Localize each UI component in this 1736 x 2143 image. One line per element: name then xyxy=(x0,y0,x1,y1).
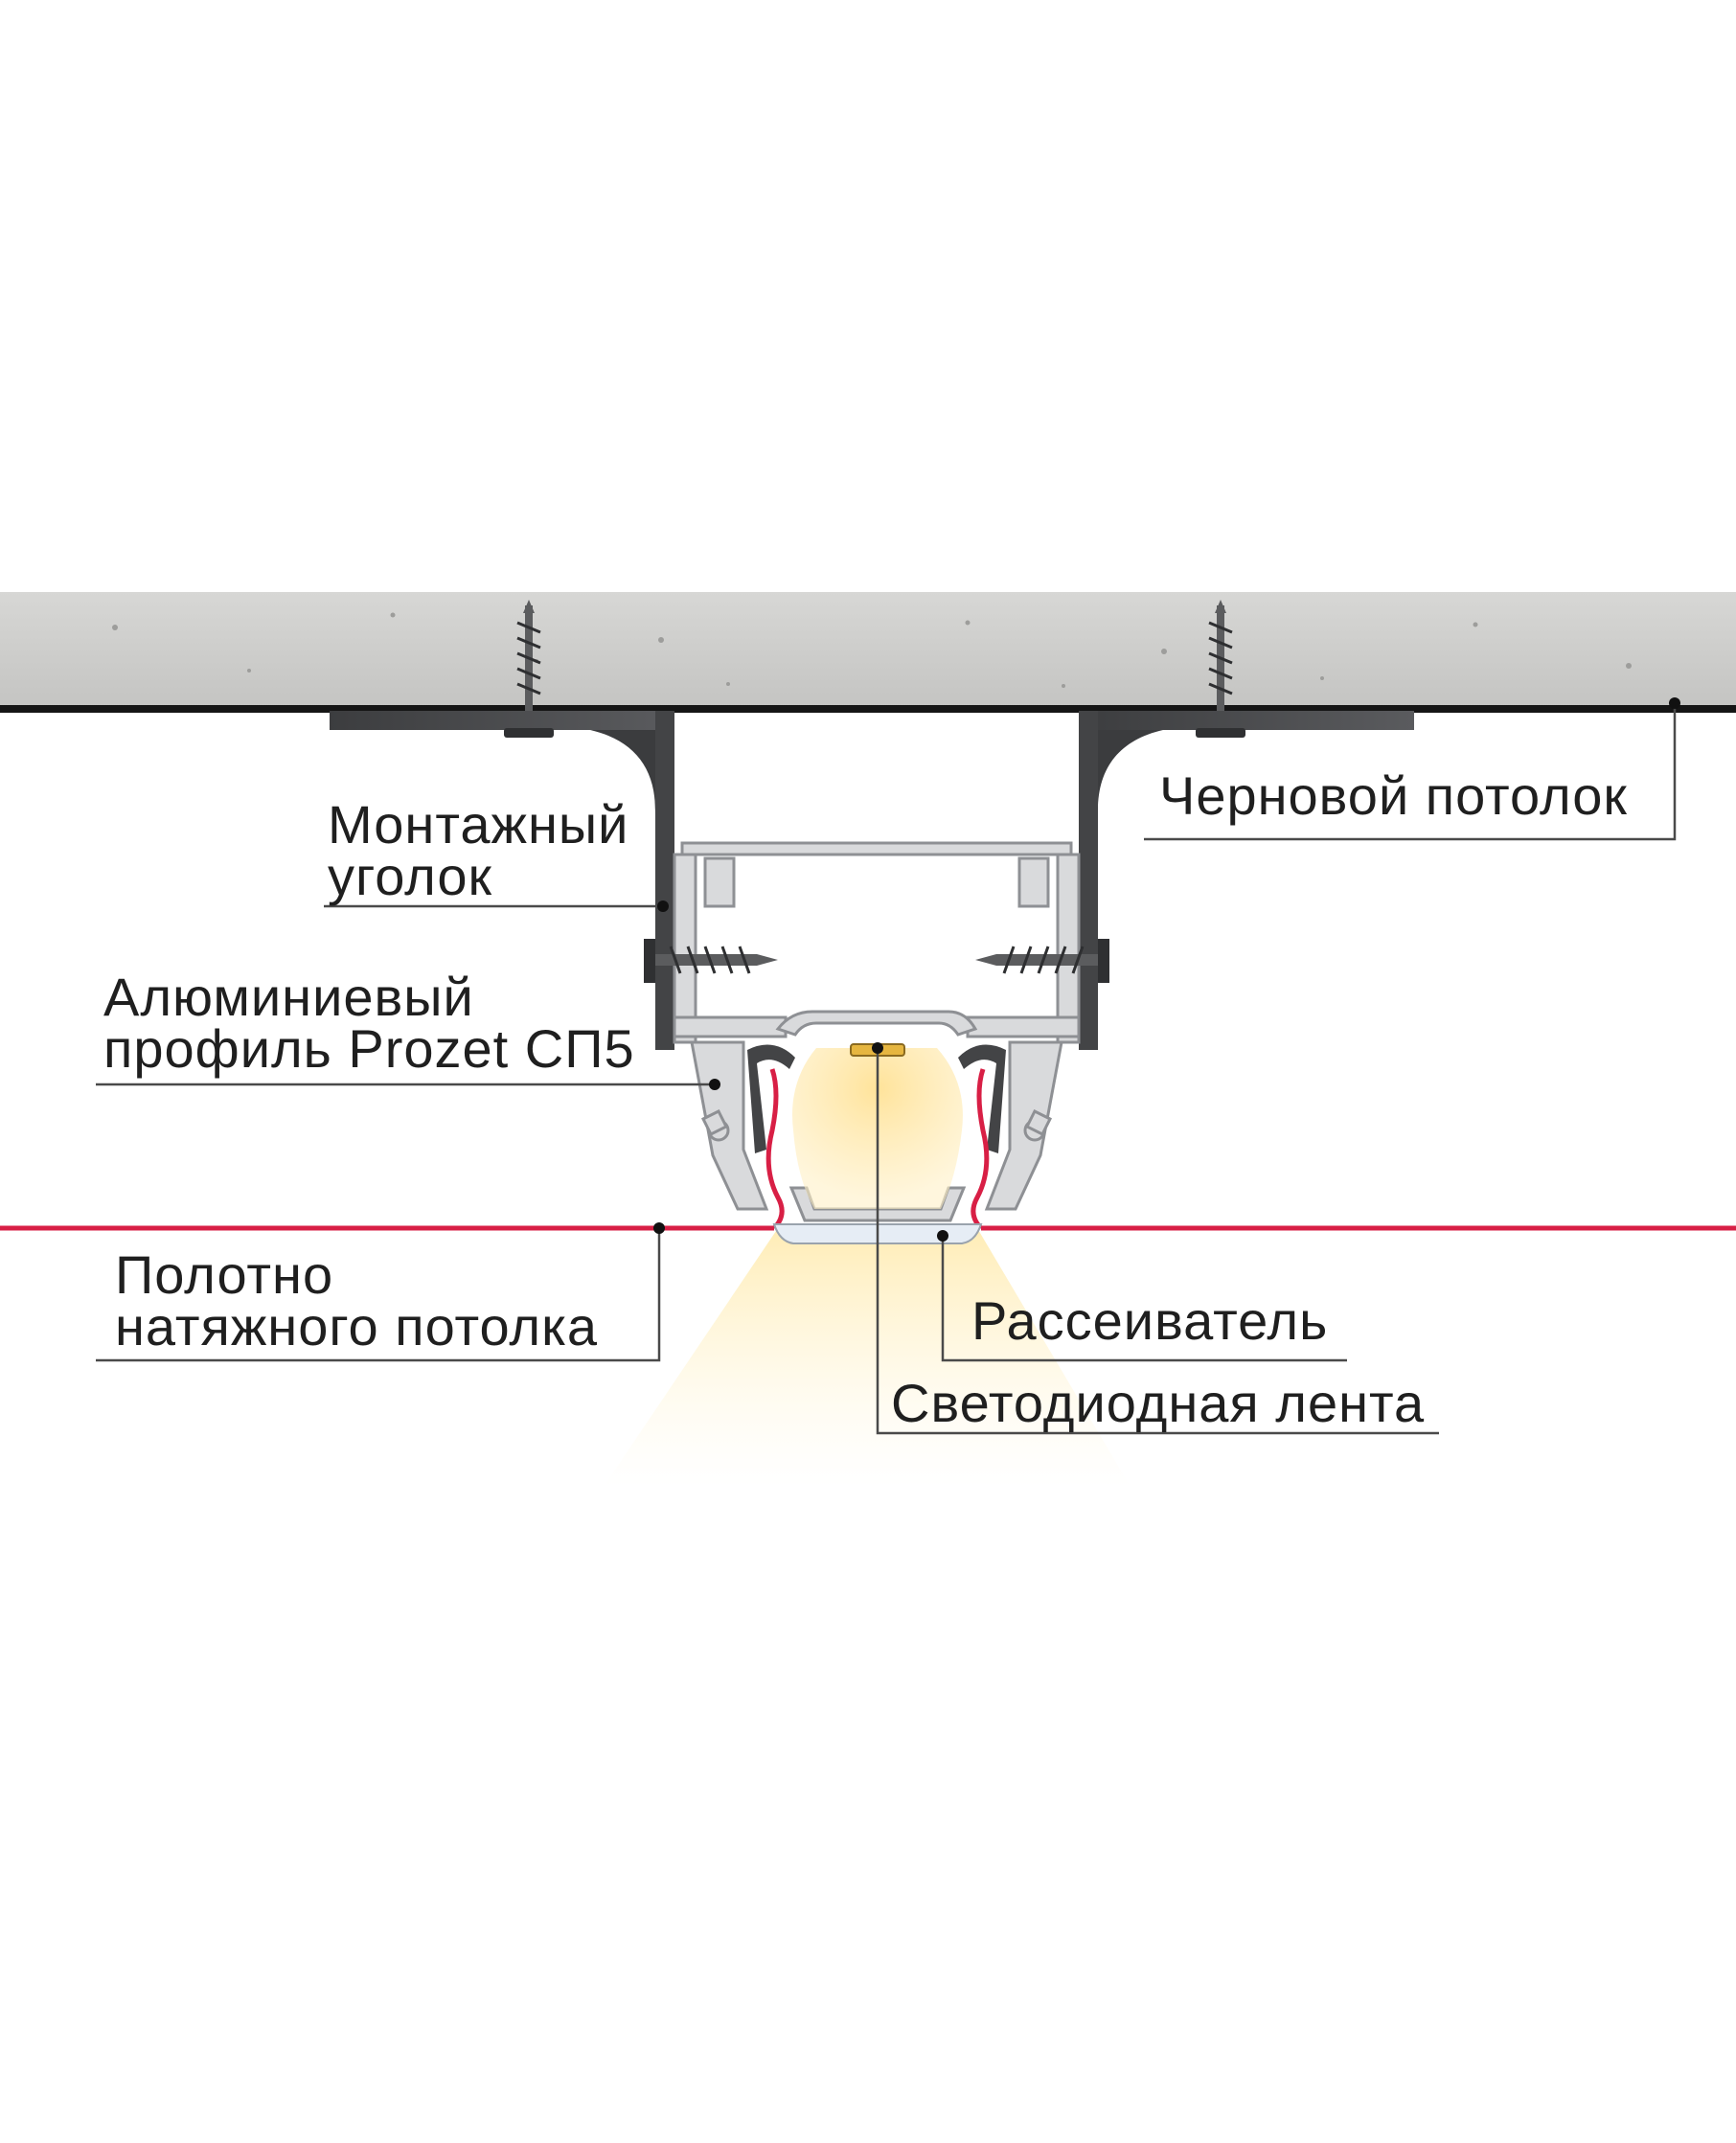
stretch-film xyxy=(0,1068,1736,1231)
screw-horizontal-left-icon xyxy=(644,939,778,983)
label-mounting-bracket-2: уголок xyxy=(328,846,492,906)
label-rough-ceiling: Черновой потолок xyxy=(1159,765,1628,826)
label-aluminum-profile-2: профиль Prozet СП5 xyxy=(103,1018,635,1079)
label-led-strip: Светодиодная лента xyxy=(891,1373,1425,1433)
aluminum-profile xyxy=(673,841,1081,1222)
film-clamps xyxy=(747,1044,1006,1153)
mounting-bracket-right xyxy=(1079,711,1414,1050)
leader-lines xyxy=(96,697,1680,1435)
light-beam xyxy=(604,1228,1131,1487)
screw-horizontal-right-icon xyxy=(975,939,1109,983)
label-diffuser: Рассеиватель xyxy=(971,1290,1328,1351)
label-stretch-film-1: Полотно xyxy=(115,1244,333,1305)
screw-right-icon xyxy=(1196,600,1245,738)
label-stretch-film-2: натяжного потолка xyxy=(115,1296,598,1356)
concrete-slab xyxy=(0,592,1736,713)
label-mounting-bracket-1: Монтажный xyxy=(328,794,628,855)
screw-left-icon xyxy=(504,600,554,738)
label-aluminum-profile-1: Алюминиевый xyxy=(103,967,474,1027)
profile-side-clips xyxy=(700,1108,1053,1142)
